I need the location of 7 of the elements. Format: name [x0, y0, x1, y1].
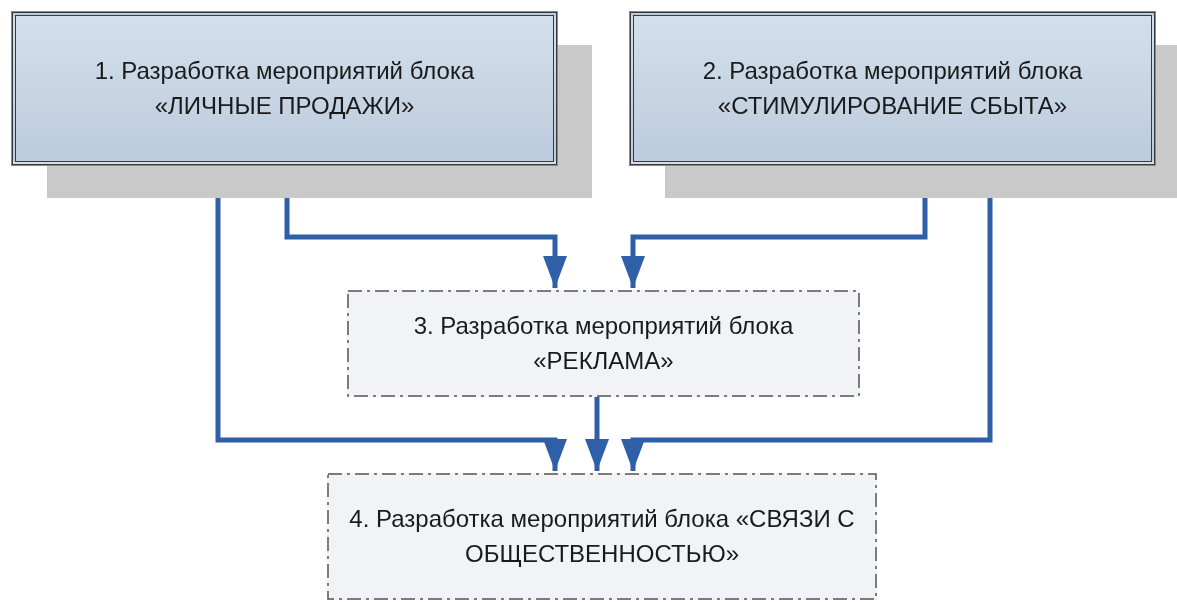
box-label: 4. Разработка мероприятий блока «СВЯЗИ С ОБЩЕСТВЕННОСТЬЮ»	[348, 503, 856, 569]
box-label: 3. Разработка мероприятий блока «РЕКЛАМА»	[412, 310, 795, 376]
dashed-process-box	[327, 473, 877, 600]
arrow	[585, 397, 609, 471]
box-label: 1. Разработка мероприятий блока «ЛИЧНЫЕ ПРОДАЖИ»	[93, 55, 476, 121]
box-label: 2. Разработка мероприятий блока «СТИМУЛИРОВАНИЕ СБЫТА»	[701, 55, 1084, 121]
dashed-process-box	[347, 290, 860, 397]
